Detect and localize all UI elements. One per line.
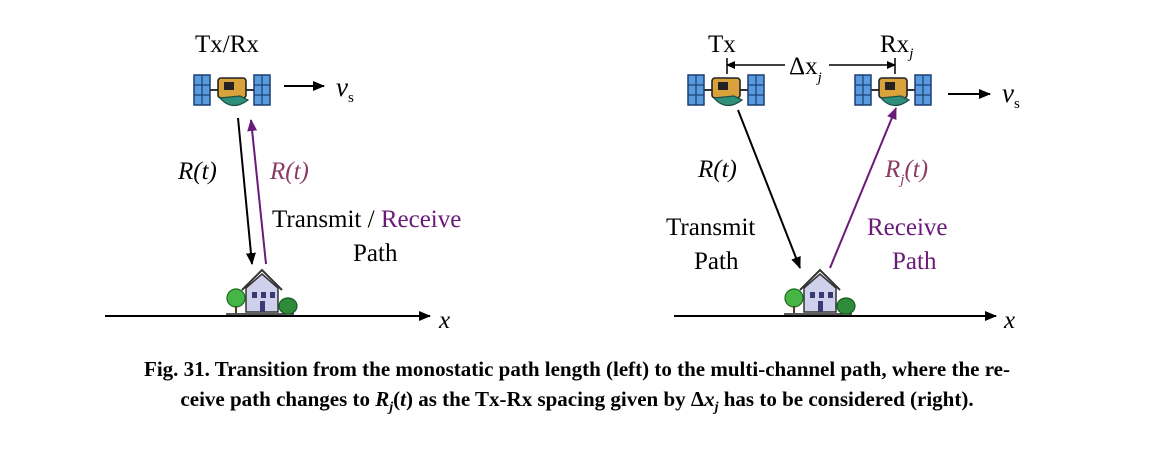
caption-line1: Fig. 31. Transition from the monostatic … (144, 357, 1010, 381)
right-transmit-path-line2: Path (694, 248, 739, 275)
right-spacing-label: Δxj (789, 53, 822, 86)
right-house-icon (783, 269, 856, 315)
left-up-range-label: R(t) (269, 158, 309, 185)
right-panel: Tx Rxj Δxj vs R(t) Rj(t) Transmit Path R… (666, 31, 1020, 334)
figure-caption: Fig. 31. Transition from the monostatic … (20, 354, 1134, 416)
right-transmit-path-line1: Transmit (666, 214, 755, 241)
right-receive-path-line1: Receive (867, 214, 948, 241)
right-rx-label: Rxj (880, 31, 913, 62)
left-panel: Tx/Rx vs R(t) R(t) Transmit / Receive Pa… (105, 31, 461, 334)
caption-line2: ceive path changes to Rj(t) as the Tx-Rx… (180, 387, 974, 416)
right-transmit-arrow (737, 109, 801, 269)
right-receive-range-label: Rj(t) (884, 156, 928, 188)
left-x-axis-label: x (438, 307, 450, 334)
right-transmit-range-label: R(t) (697, 156, 737, 183)
left-transmit-arrow (237, 117, 256, 265)
right-rx-satellite-icon (854, 74, 932, 107)
left-velocity-label: vs (336, 72, 354, 106)
right-x-axis-label: x (1003, 307, 1015, 334)
left-satellite-icon (193, 74, 271, 107)
left-receive-arrow (247, 119, 267, 265)
left-path-label-line1: Transmit / Receive (272, 206, 461, 233)
left-txrx-label: Tx/Rx (195, 31, 259, 58)
left-down-range-label: R(t) (177, 158, 217, 185)
right-velocity-label: vs (1002, 78, 1020, 112)
right-tx-satellite-icon (687, 74, 765, 107)
right-receive-path-line2: Path (892, 248, 937, 275)
right-receive-arrow (829, 107, 897, 269)
left-path-label-line2: Path (353, 240, 398, 267)
left-house-icon (225, 269, 298, 315)
right-tx-label: Tx (708, 31, 736, 58)
